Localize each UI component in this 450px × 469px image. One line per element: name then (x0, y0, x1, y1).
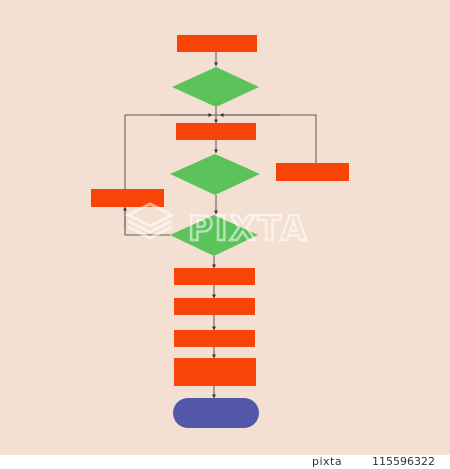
decision-diamond-3 (170, 215, 258, 256)
nodes (91, 35, 349, 428)
process-box-3 (174, 268, 255, 285)
footer-bar: pixta 115596322 (0, 455, 450, 469)
footer-brand: pixta (312, 455, 343, 468)
decision-diamond-1 (172, 67, 259, 107)
decision-diamond-2 (170, 154, 260, 195)
process-box-5 (174, 330, 255, 347)
process-box-6 (174, 358, 256, 386)
process-box-1 (177, 35, 257, 52)
watermark-text: PIXTA (188, 209, 309, 249)
process-box-2 (176, 123, 256, 140)
terminal-end (173, 398, 259, 428)
pixta-logo-icon (124, 202, 176, 240)
connectors (123, 52, 317, 399)
process-box-right (276, 163, 349, 181)
footer-image-id: 115596322 (372, 455, 435, 468)
process-box-4 (174, 298, 255, 315)
flowchart-diagram: PIXTA (91, 35, 349, 428)
process-box-left (91, 189, 164, 207)
watermark: PIXTA (124, 202, 309, 250)
